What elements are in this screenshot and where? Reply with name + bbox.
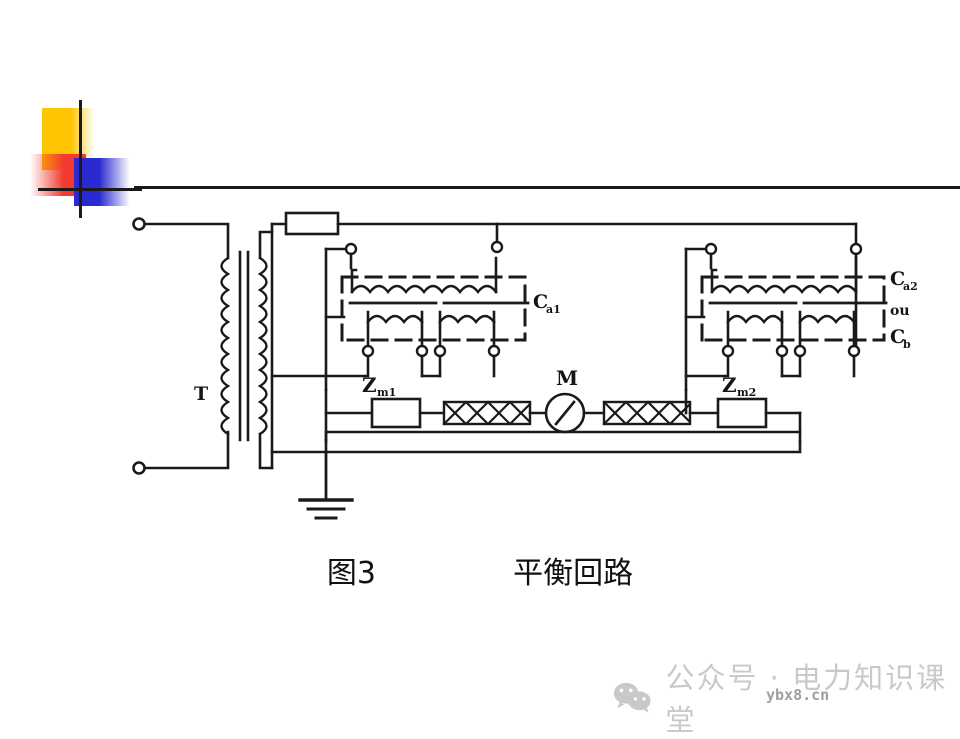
label-impedance-right: Z <box>722 373 737 397</box>
left-bottom-return <box>324 354 370 378</box>
node-right-d <box>847 344 861 358</box>
transformer-T <box>220 230 274 470</box>
shielded-cable-right <box>602 400 692 426</box>
logo-horizontal-extension <box>134 186 960 189</box>
logo-blue-square <box>74 158 130 206</box>
outer-bottom-rail <box>270 440 802 454</box>
label-impedance-left-sub: m1 <box>377 386 396 399</box>
watermark-url: ybx8.cn <box>766 686 830 704</box>
node-left-top <box>344 242 358 256</box>
capacitor-box-left <box>340 275 527 342</box>
node-left-d <box>487 344 501 358</box>
label-capacitor-left-sub: a1 <box>546 303 561 316</box>
impedance-Zm1-box <box>370 397 422 429</box>
node-right-a <box>721 344 735 358</box>
node-right-top <box>704 242 718 256</box>
node-left-a <box>361 344 375 358</box>
label-capacitor-right-top-sub: a2 <box>903 280 918 293</box>
label-impedance-right-sub: m2 <box>737 386 756 399</box>
node-right-c <box>793 344 807 358</box>
decorative-squares-logo <box>30 100 142 218</box>
capacitor-box-right <box>700 275 886 342</box>
balanced-bridge-circuit-diagram: T C a1 C a2 ou C b Z m1 Z m2 M <box>132 211 918 520</box>
impedance-Zm2-box <box>716 397 768 429</box>
earth-ground <box>298 450 354 520</box>
node-right-b <box>775 344 789 358</box>
figure-number: 图3 <box>326 556 376 591</box>
figure-caption: 图3 平衡回路 <box>0 548 960 592</box>
figure-title: 平衡回路 <box>513 556 634 591</box>
node-center-top <box>490 240 504 254</box>
bottom-return-rail <box>324 430 802 444</box>
series-resistor <box>270 211 858 236</box>
capacitor-right-lower-windings <box>726 310 856 350</box>
wechat-icon <box>613 682 651 714</box>
node-left-c <box>433 344 447 358</box>
node-right-top <box>849 242 863 256</box>
node-left-b <box>415 344 429 358</box>
label-transformer: T <box>194 383 208 405</box>
label-impedance-left: Z <box>362 373 377 397</box>
shielded-cable-left <box>442 400 532 426</box>
label-capacitor-right-top: C <box>890 268 905 290</box>
logo-horizontal-rule <box>38 188 142 191</box>
label-meter: M <box>556 366 578 390</box>
label-capacitor-left: C <box>533 291 548 313</box>
right-bottom-return <box>684 354 730 378</box>
diagram-labels: T C a1 C a2 ou C b Z m1 Z m2 M <box>194 268 918 405</box>
source-terminal-top <box>132 217 230 260</box>
source-terminal-bottom <box>132 430 230 475</box>
capacitor-right-upper-windings <box>708 256 888 305</box>
label-capacitor-right-bottom-sub: b <box>903 338 911 351</box>
logo-vertical-rule <box>79 100 82 218</box>
meter-M <box>544 392 586 434</box>
label-capacitor-right-or: ou <box>890 303 910 319</box>
capacitor-left-upper-windings <box>348 256 530 305</box>
capacitor-left-lower-windings <box>366 310 496 350</box>
slide-canvas: T C a1 C a2 ou C b Z m1 Z m2 M 图3 平衡回路 <box>0 100 960 737</box>
label-capacitor-right-bottom: C <box>890 326 905 348</box>
